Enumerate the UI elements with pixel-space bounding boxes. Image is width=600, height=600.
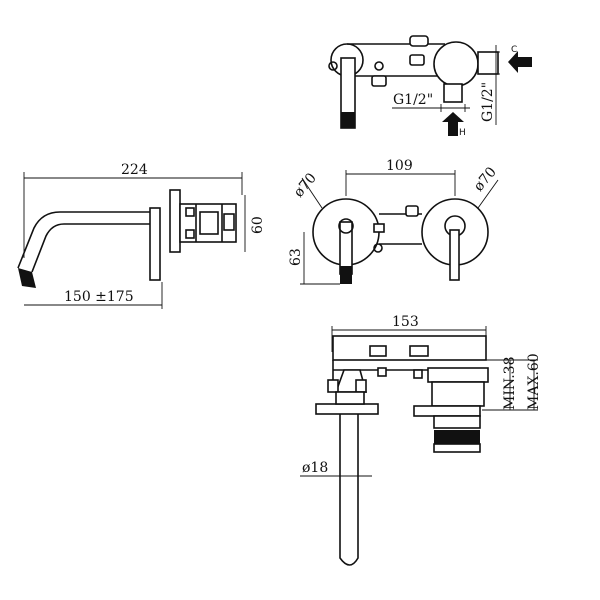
body-side xyxy=(149,189,237,281)
spout-side xyxy=(17,211,150,288)
overall-length-label: 224 xyxy=(121,162,148,178)
front-view: 109 ø70 ø70 63 xyxy=(288,158,500,285)
section-body xyxy=(315,335,489,566)
plate-diameter-right-label: ø70 xyxy=(471,164,500,194)
cold-inlet-label: C xyxy=(511,45,517,55)
hot-inlet-arrow-icon xyxy=(442,112,464,136)
section-width-label: 153 xyxy=(392,314,419,330)
depth-min-label: MIN.38 xyxy=(502,357,518,410)
depth-max-label: MAX.60 xyxy=(526,353,542,410)
thread-label-vertical: G1/2" xyxy=(480,82,496,122)
top-view-body xyxy=(328,35,499,129)
spout-diameter-label: ø18 xyxy=(302,460,328,476)
plate-diameter-left-label: ø70 xyxy=(291,170,320,200)
section-view: 153 xyxy=(300,314,542,566)
top-view: C H G1/2" G1/2" xyxy=(328,35,532,138)
hot-inlet-label: H xyxy=(459,128,466,138)
body-height-label: 60 xyxy=(250,216,266,234)
spout-reach-label: 150 ±175 xyxy=(64,289,134,305)
right-wall-plate xyxy=(421,198,489,281)
spout-height-label: 63 xyxy=(288,248,304,266)
plate-spacing-label: 109 xyxy=(386,158,413,174)
left-wall-plate xyxy=(312,198,380,284)
thread-label-horizontal: G1/2" xyxy=(393,92,433,108)
cold-inlet-arrow-icon xyxy=(508,51,532,73)
side-view: 224 60 150 ±175 xyxy=(17,162,266,309)
